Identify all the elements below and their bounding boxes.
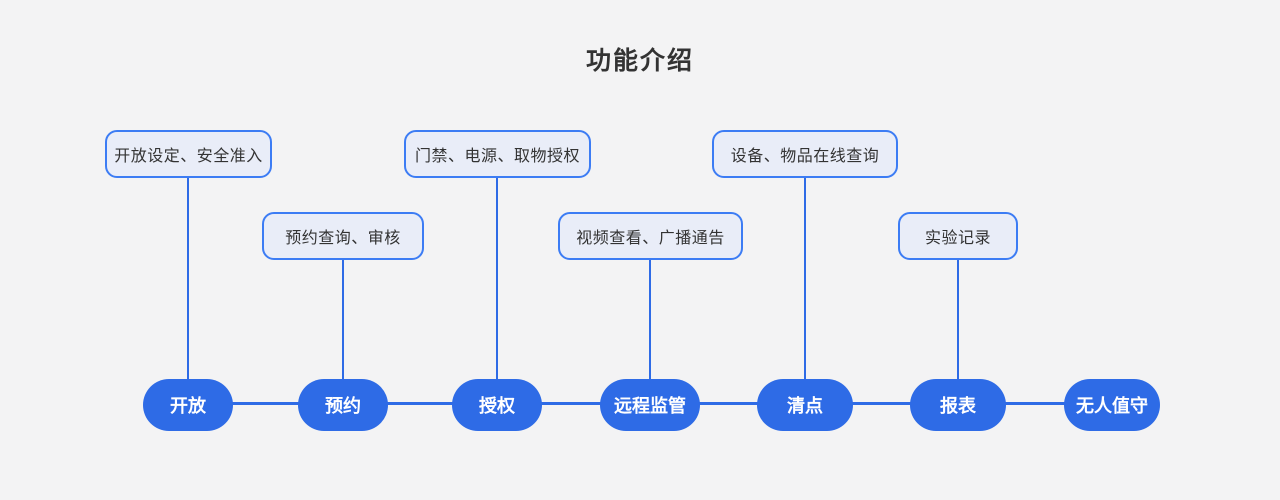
- connector-vertical: [649, 258, 651, 381]
- stage-pill-open: 开放: [143, 379, 233, 431]
- connector-vertical: [187, 177, 189, 381]
- stage-pill-inventory: 清点: [757, 379, 853, 431]
- feature-box-video-broadcast: 视频查看、广播通告: [558, 212, 743, 260]
- page-title: 功能介绍: [585, 47, 694, 75]
- feature-box-reservation-review: 预约查询、审核: [262, 212, 424, 260]
- feature-box-online-query: 设备、物品在线查询: [712, 130, 898, 178]
- connector-vertical: [496, 177, 498, 381]
- feature-box-experiment-record: 实验记录: [898, 212, 1018, 260]
- connector-vertical: [342, 258, 344, 381]
- feature-box-access-authorization: 门禁、电源、取物授权: [404, 130, 591, 178]
- feature-box-open-settings: 开放设定、安全准入: [105, 130, 272, 178]
- stage-pill-authorize: 授权: [452, 379, 542, 431]
- stage-pill-report: 报表: [910, 379, 1006, 431]
- connector-vertical: [804, 177, 806, 381]
- stage-pill-remote-monitor: 远程监管: [600, 379, 700, 431]
- connector-vertical: [957, 258, 959, 381]
- stage-pill-reserve: 预约: [298, 379, 388, 431]
- stage-pill-unattended: 无人值守: [1064, 379, 1160, 431]
